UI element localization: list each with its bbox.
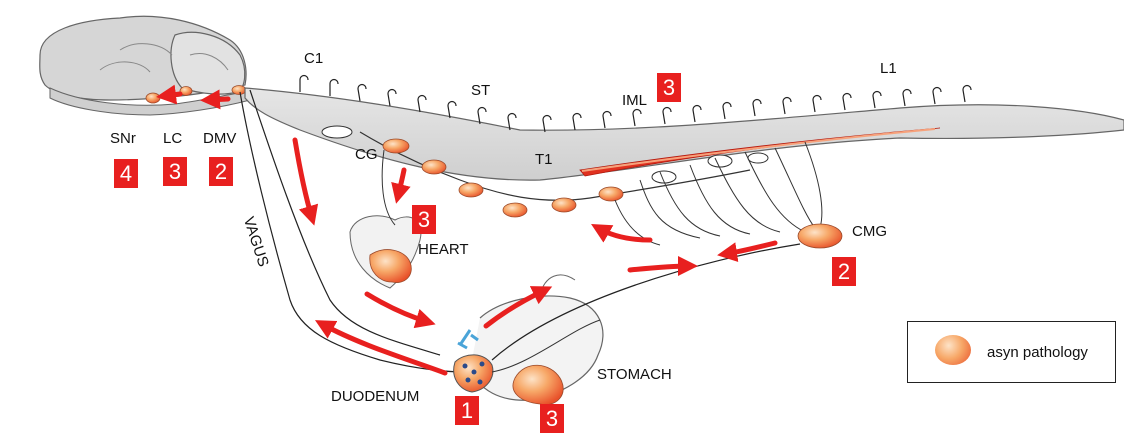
spinal-cord [245, 76, 1124, 181]
badge-heart: 3 [412, 205, 436, 234]
legend-swatch [935, 335, 971, 365]
label-c1: C1 [304, 51, 323, 66]
label-t1: T1 [535, 152, 553, 167]
label-st: ST [471, 83, 490, 98]
legend-text: asyn pathology [987, 344, 1088, 361]
label-l1: L1 [880, 61, 897, 76]
label-dmv: DMV [203, 131, 236, 146]
label-heart: HEART [418, 242, 469, 257]
badge-snr: 4 [114, 159, 138, 188]
legend: asyn pathology [907, 321, 1116, 383]
badge-duodenum: 1 [455, 396, 479, 425]
badge-lc: 3 [163, 157, 187, 186]
label-cg: CG [355, 147, 378, 162]
label-snr: SNr [110, 131, 136, 146]
label-duodenum: DUODENUM [331, 389, 419, 404]
heart [350, 150, 421, 288]
label-cmg: CMG [852, 224, 887, 239]
label-lc: LC [163, 131, 182, 146]
badge-stomach: 3 [540, 404, 564, 433]
label-iml: IML [622, 93, 647, 108]
badge-cmg: 2 [832, 257, 856, 286]
badge-iml: 3 [657, 73, 681, 102]
label-stomach: STOMACH [597, 367, 672, 382]
badge-dmv: 2 [209, 157, 233, 186]
